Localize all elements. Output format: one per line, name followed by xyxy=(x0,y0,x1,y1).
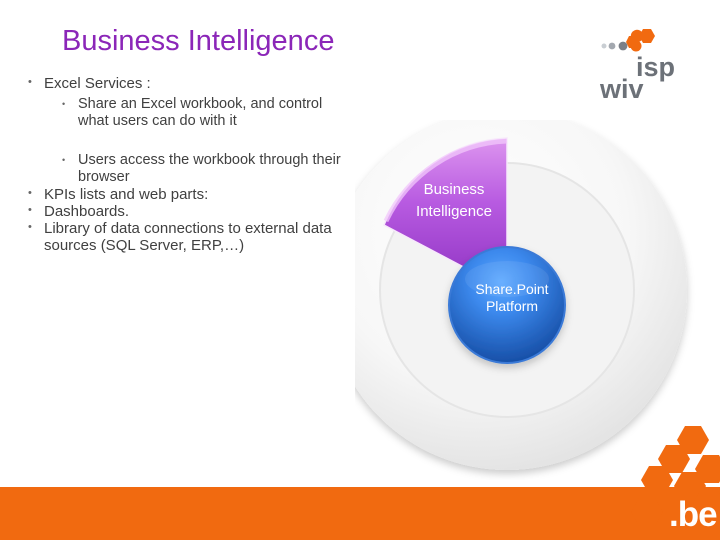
sub-bullet-browser-access: Users access the workbook through their … xyxy=(62,152,348,186)
be-logo: .be xyxy=(669,495,718,534)
bottom-orange-band xyxy=(0,487,720,540)
sharepoint-core-circle xyxy=(448,246,566,364)
bullet-text: Library of data connections to external … xyxy=(44,220,332,254)
logo-text-wiv: wiv xyxy=(599,74,644,100)
sub-bullet-text: Share an Excel workbook, and control wha… xyxy=(78,96,323,129)
bottom-hex-mosaic xyxy=(631,426,720,526)
bullet-data-connections: Library of data connections to external … xyxy=(28,219,348,254)
bullet-excel-services: Excel Services : xyxy=(28,74,348,92)
ispwiv-logo: isp wiv xyxy=(599,29,675,100)
bullet-text: KPIs lists and web parts: xyxy=(44,186,209,203)
bullet-text: Excel Services : xyxy=(44,75,151,92)
bullet-text: Dashboards. xyxy=(44,203,130,220)
sub-bullet-text: Users access the workbook through their … xyxy=(78,152,341,185)
bullet-dashboards: Dashboards. xyxy=(28,202,348,220)
core-highlight xyxy=(465,261,549,297)
logo-text-isp: isp xyxy=(636,52,675,82)
bullet-list: Excel Services : Share an Excel workbook… xyxy=(28,74,348,254)
sub-bullet-share-workbook: Share an Excel workbook, and control wha… xyxy=(62,96,348,130)
bullet-kpis: KPIs lists and web parts: xyxy=(28,185,348,203)
slide-title: Business Intelligence xyxy=(62,25,335,57)
segment-highlight xyxy=(383,138,508,223)
logo-dots xyxy=(601,29,655,52)
